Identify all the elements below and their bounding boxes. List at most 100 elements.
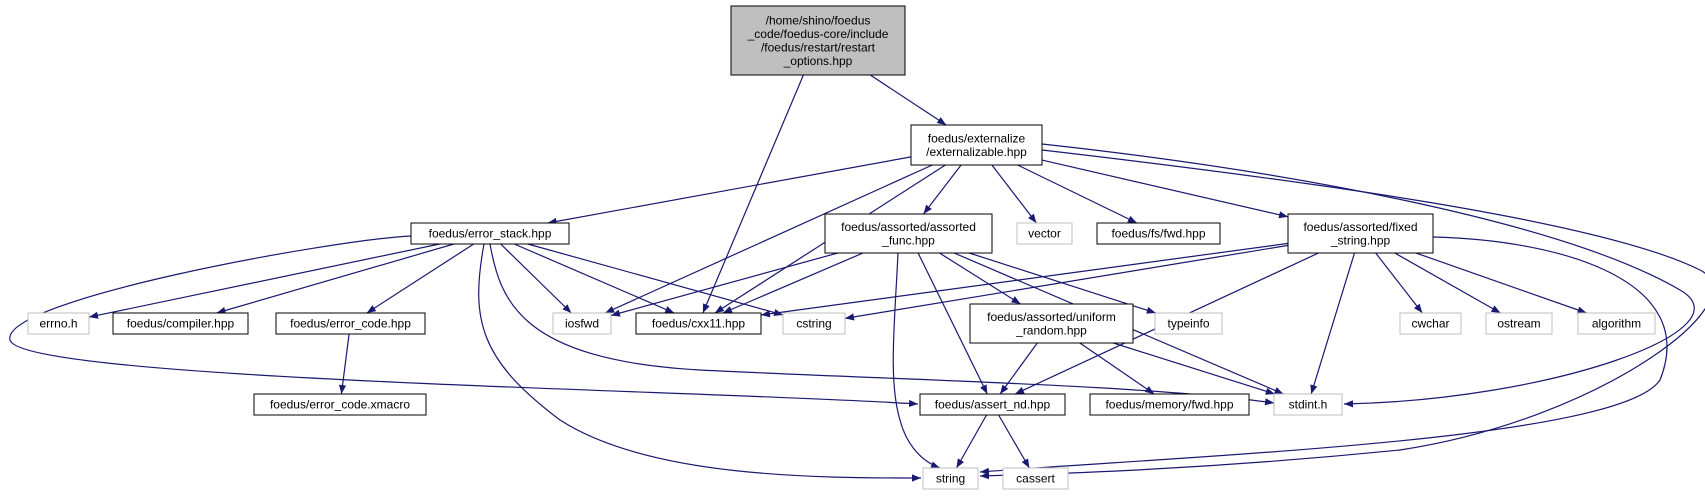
- node-box: [782, 312, 846, 335]
- edge-fixed-to-cwchar: [1375, 252, 1423, 314]
- node-label: foedus/cxx11.hpp: [652, 317, 746, 331]
- node-err_code[interactable]: foedus/error_code.hpp: [275, 312, 426, 335]
- node-box: [253, 393, 427, 416]
- node-algorithm[interactable]: algorithm: [1577, 312, 1656, 335]
- node-compiler[interactable]: foedus/compiler.hpp: [112, 312, 249, 335]
- node-label: ostream: [1497, 317, 1540, 331]
- edge-assert_nd-to-string: [955, 414, 988, 469]
- node-label: iosfwd: [565, 317, 599, 331]
- node-label: _func.hpp: [881, 233, 935, 247]
- node-mem_fwd[interactable]: foedus/memory/fwd.hpp: [1089, 393, 1250, 416]
- node-label: string: [936, 472, 965, 486]
- node-label: foedus/externalize: [928, 131, 1026, 145]
- edge-fixed-to-cxx11: [760, 242, 1289, 318]
- edge-assert_nd-to-cassert: [998, 414, 1030, 469]
- node-cxx11[interactable]: foedus/cxx11.hpp: [635, 312, 762, 335]
- node-label: foedus/compiler.hpp: [127, 317, 235, 331]
- node-err_stack[interactable]: foedus/error_stack.hpp: [410, 222, 570, 245]
- node-label: _random.hpp: [1015, 323, 1087, 337]
- nodes: /home/shino/foedus_code/foedus-core/incl…: [27, 5, 1656, 490]
- edge-err_stack-to-string: [478, 243, 922, 482]
- node-func[interactable]: foedus/assorted/assorted_func.hpp: [824, 213, 993, 254]
- edge-fixed-to-stdint: [1310, 252, 1356, 395]
- node-box: [1089, 393, 1250, 416]
- node-fs_fwd[interactable]: foedus/fs/fwd.hpp: [1096, 222, 1221, 245]
- node-vector[interactable]: vector: [1016, 222, 1073, 245]
- node-label: errno.h: [39, 317, 77, 331]
- node-label: foedus/fs/fwd.hpp: [1111, 227, 1205, 241]
- edge-uniform-to-mem_fwd: [1079, 342, 1155, 395]
- edge-uniform-to-assert_nd: [999, 342, 1038, 395]
- node-label: /foedus/restart/restart: [761, 40, 876, 54]
- edge-err_stack-to-cxx11: [514, 243, 675, 314]
- edge-err_stack-to-compiler: [216, 243, 455, 314]
- node-label: cwchar: [1411, 317, 1449, 331]
- node-label: foedus/assert_nd.hpp: [935, 398, 1051, 412]
- edge-ext-to-iosfwd: [604, 164, 933, 314]
- edge-func-to-iosfwd: [610, 252, 838, 317]
- edge-fixed-to-cstring: [844, 244, 1289, 321]
- node-ext[interactable]: foedus/externalize/externalizable.hpp: [910, 124, 1043, 166]
- node-box: [922, 467, 979, 490]
- edge-err_stack-to-assert_nd: [9, 235, 919, 408]
- node-label: _code/foedus-core/include: [747, 27, 889, 41]
- node-label: cassert: [1016, 472, 1055, 486]
- node-label: foedus/assorted/fixed: [1303, 220, 1417, 234]
- node-label: algorithm: [1592, 317, 1641, 331]
- node-label: cstring: [796, 317, 831, 331]
- edge-ext-to-string: [979, 149, 1705, 480]
- node-box: [1002, 467, 1069, 490]
- node-box: [1287, 213, 1434, 254]
- node-label: stdint.h: [1289, 398, 1328, 412]
- node-box: [112, 312, 249, 335]
- node-box: [1016, 222, 1073, 245]
- edge-root-to-cxx11: [702, 74, 804, 314]
- node-fixed[interactable]: foedus/assorted/fixed_string.hpp: [1287, 213, 1434, 254]
- node-label: foedus/memory/fwd.hpp: [1105, 398, 1233, 412]
- edge-err_code-to-xmacro: [338, 333, 350, 395]
- node-xmacro[interactable]: foedus/error_code.xmacro: [253, 393, 427, 416]
- node-box: [635, 312, 762, 335]
- node-iosfwd[interactable]: iosfwd: [552, 312, 612, 335]
- node-uniform[interactable]: foedus/assorted/uniform_random.hpp: [969, 303, 1134, 344]
- node-box: [1273, 393, 1343, 416]
- node-ostream[interactable]: ostream: [1485, 312, 1553, 335]
- edge-ext-to-err_stack: [547, 156, 912, 225]
- node-box: [552, 312, 612, 335]
- node-label: foedus/error_code.xmacro: [270, 398, 410, 412]
- node-string[interactable]: string: [922, 467, 979, 490]
- node-box: [275, 312, 426, 335]
- node-box: [1399, 312, 1462, 335]
- node-root[interactable]: /home/shino/foedus_code/foedus-core/incl…: [730, 5, 906, 76]
- edge-ext-to-fixed: [1041, 159, 1289, 219]
- node-box: [969, 303, 1134, 344]
- node-box: [1096, 222, 1221, 245]
- edge-root-to-ext: [869, 74, 947, 126]
- edge-uniform-to-stdint: [1113, 342, 1275, 395]
- edge-func-to-uniform: [939, 252, 1021, 305]
- edge-fixed-to-string: [979, 236, 1668, 475]
- edge-err_stack-to-cstring: [527, 243, 784, 316]
- edge-fixed-to-ostream: [1394, 252, 1501, 314]
- node-box: [919, 393, 1066, 416]
- node-label: foedus/error_code.hpp: [290, 317, 411, 331]
- node-label: vector: [1028, 227, 1061, 241]
- edge-err_stack-to-err_code: [366, 243, 475, 314]
- node-stdint[interactable]: stdint.h: [1273, 393, 1343, 416]
- node-typeinfo[interactable]: typeinfo: [1154, 312, 1223, 335]
- node-label: _options.hpp: [783, 54, 853, 68]
- node-cwchar[interactable]: cwchar: [1399, 312, 1462, 335]
- node-box: [824, 213, 993, 254]
- node-box: [1154, 312, 1223, 335]
- node-label: foedus/assorted/uniform: [987, 310, 1116, 324]
- node-cstring[interactable]: cstring: [782, 312, 846, 335]
- node-box: [1577, 312, 1656, 335]
- edges: [9, 74, 1705, 482]
- node-errno[interactable]: errno.h: [27, 312, 90, 335]
- node-assert_nd[interactable]: foedus/assert_nd.hpp: [919, 393, 1066, 416]
- node-label: /externalizable.hpp: [926, 145, 1027, 159]
- edge-ext-to-stdint: [1041, 143, 1695, 408]
- edge-err_stack-to-iosfwd: [500, 243, 572, 314]
- node-box: [910, 124, 1043, 166]
- node-cassert[interactable]: cassert: [1002, 467, 1069, 490]
